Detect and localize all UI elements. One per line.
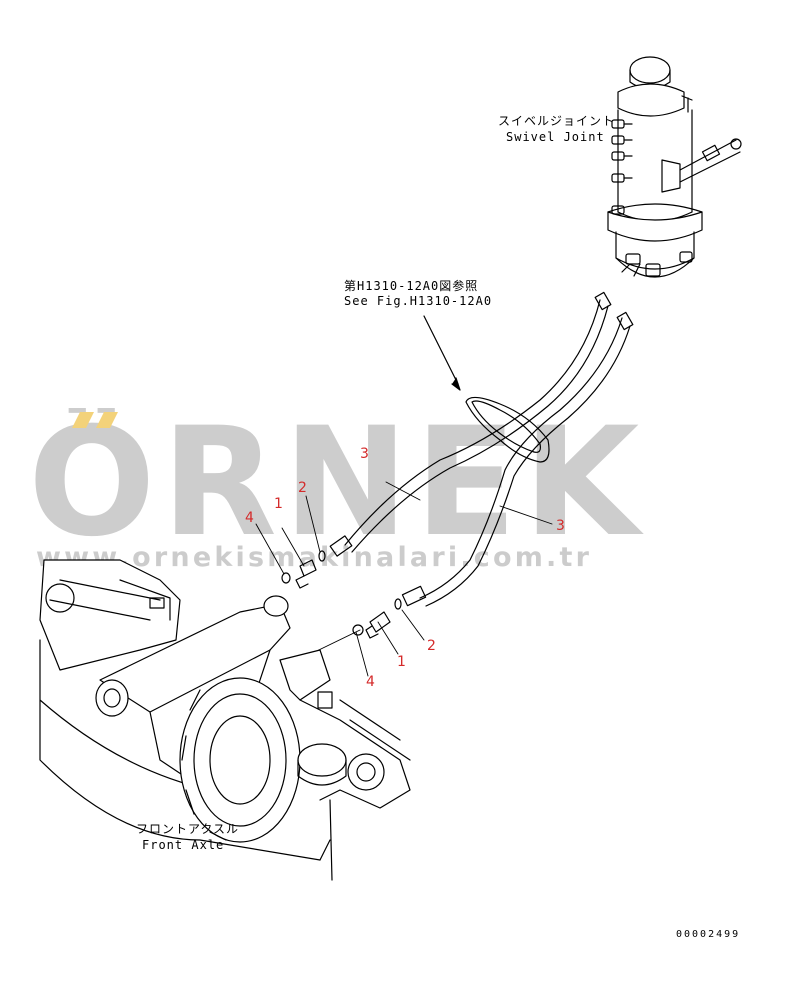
callout-oring-upper: 2 xyxy=(298,480,307,496)
see-fig-leader xyxy=(423,315,459,385)
fittings-upper xyxy=(281,550,326,589)
watermark-accent-right xyxy=(96,412,118,428)
callout-oring-lower: 2 xyxy=(427,638,436,654)
swivel-joint-drawing xyxy=(607,56,742,278)
callout-hose-upper: 3 xyxy=(360,446,369,462)
hose-loop xyxy=(465,396,550,463)
watermark-brand-text: ÖRNEK xyxy=(28,408,645,538)
callout-elbow-lower: 1 xyxy=(397,654,406,670)
document-number: 00002499 xyxy=(676,929,741,940)
front-axle-drawing xyxy=(39,559,411,881)
fittings-lower xyxy=(352,598,402,639)
swivel-joint-label-ja: スイベルジョイント xyxy=(498,114,616,128)
see-fig-label-en: See Fig.H1310-12A0 xyxy=(344,294,493,308)
callout-hose-lower: 3 xyxy=(556,518,565,534)
see-fig-label-ja: 第H1310-12A0図参照 xyxy=(344,279,479,293)
watermark-logo: ÖRNEK xyxy=(28,408,645,538)
callout-washer-lower: 4 xyxy=(366,674,375,690)
hose-assembly-upper xyxy=(329,291,612,557)
callout-elbow-upper: 1 xyxy=(274,496,283,512)
callout-washer-upper: 4 xyxy=(245,510,254,526)
front-axle-label-ja: フロントアクスル xyxy=(136,822,240,836)
watermark-accent-left xyxy=(72,412,94,428)
swivel-joint-label-en: Swivel Joint xyxy=(506,130,605,144)
hose-assembly-lower xyxy=(401,311,634,607)
front-axle-label-en: Front Axle xyxy=(142,838,225,852)
